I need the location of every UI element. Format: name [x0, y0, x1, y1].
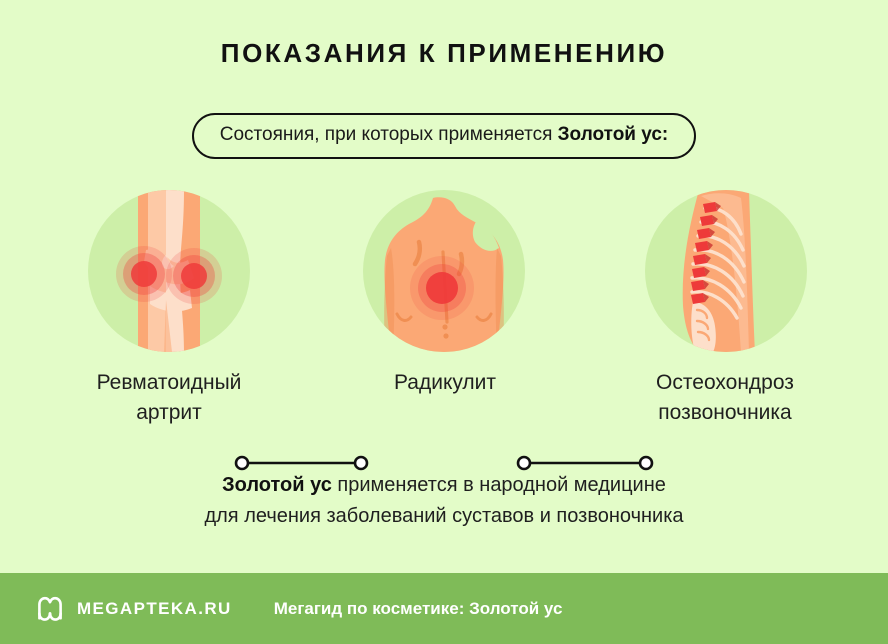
lower-back-pain-icon: [363, 190, 525, 352]
footer-brand-name[interactable]: MEGAPTEKA.RU: [77, 598, 232, 618]
page-title: ПОКАЗАНИЯ К ПРИМЕНЕНИЮ: [220, 38, 668, 68]
illustration-row: [0, 190, 888, 471]
caption-bold-term: Золотой ус: [222, 474, 332, 496]
megapteka-logo-icon: [36, 595, 64, 623]
caption-line1-rest: применяется в народной медицине: [331, 474, 666, 496]
status-badge: Состояния, при которых применяется Золот…: [191, 113, 697, 159]
footer-bar: MEGAPTEKA.RU Мегагид по косметике: Золот…: [0, 573, 888, 644]
connector-line-2: [515, 454, 655, 472]
spine-ribcage-icon: [645, 190, 807, 352]
connector-line-1: [233, 454, 370, 472]
badge-text-bold: Золотой ус:: [557, 124, 669, 145]
item-label-line1: Остеохондроз: [656, 371, 794, 394]
label-row: Ревматоидный артрит Радикулит Остеохондр…: [0, 368, 888, 438]
caption-line-1: Золотой ус применяется в народной медици…: [0, 470, 888, 501]
footer-tagline: Мегагид по косметике: Золотой ус: [273, 598, 563, 618]
badge-text-regular: Состояния, при которых применяется: [219, 124, 558, 145]
item-label-rheumatoid-arthritis: Ревматоидный артрит: [39, 368, 299, 428]
item-label-line1: Ревматоидный: [96, 371, 242, 394]
item-label-line2: артрит: [136, 401, 202, 424]
caption: Золотой ус применяется в народной медици…: [0, 470, 888, 532]
knee-joint-pain-icon: [88, 190, 250, 352]
caption-line-2: для лечения заболеваний суставов и позво…: [204, 505, 684, 527]
item-label-osteochondrosis: Остеохондроз позвоночника: [595, 368, 855, 428]
badge-container: Состояния, при которых применяется Золот…: [0, 113, 888, 159]
item-label-line2: позвоночника: [658, 401, 792, 424]
item-label-radiculitis: Радикулит: [315, 368, 575, 398]
item-label-line1: Радикулит: [393, 371, 497, 394]
